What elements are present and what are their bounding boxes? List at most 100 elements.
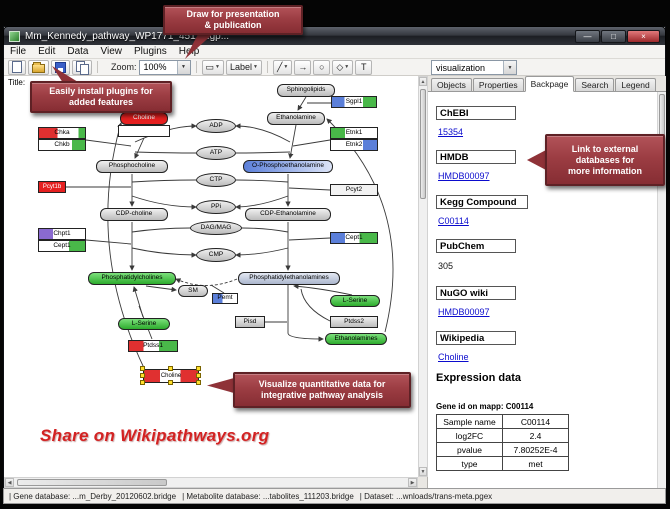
- table-cell: 7.80252E-4: [502, 442, 569, 457]
- scroll-right-icon[interactable]: ▶: [408, 478, 417, 487]
- tab-backpage[interactable]: Backpage: [524, 76, 575, 92]
- wikipedia-link[interactable]: Choline: [438, 352, 469, 362]
- node-choline[interactable]: Choline: [120, 112, 168, 125]
- scroll-left-icon[interactable]: ◀: [5, 478, 14, 487]
- datanode-tool-button[interactable]: ▭▼: [201, 59, 224, 75]
- node-atp[interactable]: ATP: [196, 146, 236, 160]
- app-icon: [9, 30, 20, 42]
- node-chkb[interactable]: Chkb: [38, 139, 86, 151]
- node-ctp[interactable]: CTP: [196, 173, 236, 187]
- tab-legend[interactable]: Legend: [615, 78, 656, 91]
- table-cell: C00114: [502, 414, 569, 429]
- zoom-combobox[interactable]: 100% ▼: [138, 59, 191, 75]
- datanode-unlabeled[interactable]: [118, 125, 170, 137]
- pathway-canvas[interactable]: Title: Sphingolipids Sgpl1 Choline Ethan…: [4, 76, 418, 477]
- node-ppi[interactable]: PPi: [196, 200, 236, 214]
- table-cell: type: [436, 456, 503, 471]
- selection-handle[interactable]: [140, 380, 145, 385]
- menu-file[interactable]: File: [10, 46, 27, 57]
- node-l-serine-left[interactable]: L-Serine: [118, 318, 170, 330]
- tab-objects[interactable]: Objects: [431, 78, 472, 91]
- horizontal-scrollbar-thumb[interactable]: [17, 479, 167, 486]
- copy-button[interactable]: [72, 59, 92, 75]
- oval-tool-button[interactable]: ○: [313, 59, 331, 75]
- hmdb-link[interactable]: HMDB00097: [438, 171, 490, 181]
- toolbar: Zoom: 100% ▼ ▭▼ Label▼ ╱▼ → ○ ◇▼ T: [4, 59, 665, 76]
- node-phosphatidylcholines[interactable]: Phosphatidylcholines: [88, 272, 176, 285]
- node-cept1-right[interactable]: Cept1: [330, 232, 378, 244]
- chevron-down-icon: ▼: [253, 64, 258, 70]
- node-ethanolamine[interactable]: Ethanolamine: [267, 112, 325, 125]
- node-phosphatidylethanolamines[interactable]: Phosphatidylethanolamines: [238, 272, 340, 285]
- node-sgpl1[interactable]: Sgpl1: [331, 96, 377, 108]
- open-file-button[interactable]: [28, 59, 49, 75]
- selection-handle[interactable]: [196, 366, 201, 371]
- node-dag-mag[interactable]: DAG/MAG: [190, 221, 242, 235]
- table-row: pvalue 7.80252E-4: [436, 442, 569, 457]
- node-ptdss2[interactable]: Ptdss2: [330, 316, 378, 328]
- chebi-link[interactable]: 15354: [438, 127, 464, 137]
- node-ethanolamines[interactable]: Ethanolamines: [325, 333, 387, 345]
- node-cdp-ethanolamine[interactable]: CDP-Ethanolamine: [245, 208, 331, 221]
- chevron-down-icon[interactable]: ▼: [503, 61, 516, 74]
- node-o-phosphoethanolamine[interactable]: O-Phosphoethanolamine: [243, 160, 333, 173]
- node-cmp[interactable]: CMP: [196, 248, 236, 262]
- kegg-link[interactable]: C00114: [438, 216, 469, 226]
- nugo-link[interactable]: HMDB00097: [438, 307, 490, 317]
- node-chpt1[interactable]: Chpt1: [38, 228, 86, 240]
- node-sphingolipids[interactable]: Sphingolipids: [277, 84, 335, 97]
- node-cdp-choline[interactable]: CDP-choline: [100, 208, 168, 221]
- selection-handle[interactable]: [196, 380, 201, 385]
- menu-data[interactable]: Data: [67, 46, 89, 57]
- selection-handle[interactable]: [168, 380, 173, 385]
- selection-handle[interactable]: [140, 366, 145, 371]
- zoom-value: 100%: [143, 62, 167, 72]
- scroll-up-icon[interactable]: ▲: [419, 77, 427, 86]
- line-tool-button[interactable]: ╱▼: [272, 59, 293, 75]
- close-icon[interactable]: ×: [627, 29, 660, 43]
- visualization-combobox[interactable]: visualization ▼: [431, 60, 517, 75]
- line-icon: ╱: [276, 61, 283, 72]
- node-pisd[interactable]: Pisd: [235, 316, 265, 328]
- callout-visualize-line2: integrative pathway analysis: [260, 390, 384, 400]
- menu-view[interactable]: View: [100, 46, 122, 57]
- minimize-icon[interactable]: —: [575, 29, 600, 43]
- node-pcyt2[interactable]: Pcyt2: [330, 184, 378, 196]
- horizontal-scrollbar: ◀ ▶: [4, 477, 418, 488]
- scroll-down-icon[interactable]: ▼: [419, 467, 427, 476]
- status-dataset: | Dataset: ...wnloads/trans-meta.pgex: [359, 491, 493, 501]
- selection-handle[interactable]: [196, 373, 201, 378]
- toolbar-separator: [97, 61, 98, 73]
- vertical-scrollbar-thumb[interactable]: [420, 89, 426, 199]
- menu-edit[interactable]: Edit: [38, 46, 56, 57]
- text-icon: T: [360, 62, 367, 72]
- tab-properties[interactable]: Properties: [472, 78, 524, 91]
- node-sm[interactable]: SM: [178, 285, 208, 297]
- callout-visualize-line1: Visualize quantitative data for: [258, 379, 386, 389]
- shape-tool-button[interactable]: ◇▼: [332, 59, 354, 75]
- node-l-serine-right[interactable]: L-Serine: [330, 295, 380, 307]
- node-ptdss1[interactable]: Ptdss1: [128, 340, 178, 352]
- selection-handle[interactable]: [168, 366, 173, 371]
- node-cept1-left[interactable]: Cept1: [38, 240, 86, 252]
- new-file-button[interactable]: [8, 59, 26, 75]
- chevron-down-icon[interactable]: ▼: [176, 60, 190, 74]
- menu-plugins[interactable]: Plugins: [133, 46, 167, 57]
- tab-search[interactable]: Search: [575, 78, 615, 91]
- table-row: log2FC 2.4: [436, 428, 569, 443]
- node-pemt[interactable]: Pemt: [212, 293, 238, 304]
- node-phosphocholine[interactable]: Phosphocholine: [96, 160, 168, 173]
- maximize-icon[interactable]: □: [601, 29, 626, 43]
- arrow-tool-button[interactable]: →: [294, 59, 312, 75]
- callout-plugins: Easily install plugins for added feature…: [30, 81, 172, 113]
- node-adp[interactable]: ADP: [196, 119, 236, 133]
- node-etnk2[interactable]: Etnk2: [330, 139, 378, 151]
- status-bar: | Gene database: ...m_Derby_20120602.bri…: [3, 488, 666, 504]
- callout-link-line3: more information: [567, 165, 642, 176]
- text-tool-button[interactable]: T: [355, 59, 373, 75]
- selection-handle[interactable]: [140, 373, 145, 378]
- node-etnk1[interactable]: Etnk1: [330, 127, 378, 139]
- label-tool-button[interactable]: Label▼: [225, 59, 262, 75]
- node-chka[interactable]: Chka: [38, 127, 86, 139]
- node-pcyt1b[interactable]: Pcyt1b: [38, 181, 66, 193]
